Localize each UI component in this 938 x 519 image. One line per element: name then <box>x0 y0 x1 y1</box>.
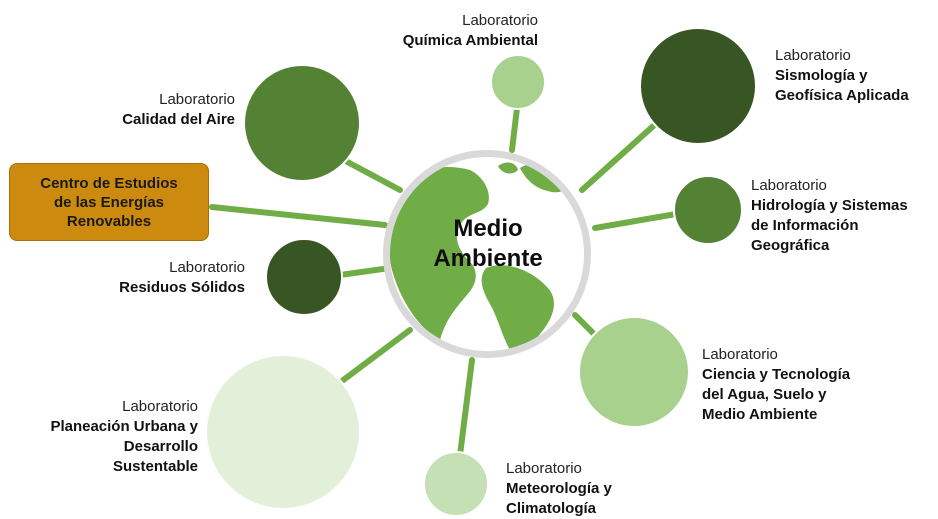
label-calidad-prefix: Laboratorio <box>159 91 235 108</box>
label-planeacion: Laboratorio Planeación Urbana y Desarrol… <box>10 397 198 477</box>
node-sismologia <box>639 27 757 145</box>
label-quimica-name: Química Ambiental <box>402 32 538 49</box>
label-meteorologia-prefix: Laboratorio <box>506 460 582 477</box>
connector-residuos <box>337 265 393 278</box>
node-calidad <box>243 64 361 182</box>
label-residuos: Laboratorio Residuos Sólidos <box>60 258 245 298</box>
label-ciencia-prefix: Laboratorio <box>702 346 778 363</box>
connector-hub <box>209 204 388 228</box>
label-ciencia: Laboratorio Ciencia y Tecnología del Agu… <box>702 345 902 425</box>
label-sismologia-name: Sismología y Geofísica Aplicada <box>775 67 909 104</box>
connectors <box>209 105 685 458</box>
label-sismologia-prefix: Laboratorio <box>775 47 851 64</box>
node-residuos <box>265 238 343 316</box>
connector-hidrologia <box>592 210 685 231</box>
connector-meteorologia <box>457 357 475 458</box>
node-planeacion <box>205 354 361 510</box>
connector-sismologia <box>579 117 663 193</box>
node-hidrologia <box>673 175 743 245</box>
label-ciencia-name: Ciencia y Tecnología del Agua, Suelo y M… <box>702 366 851 423</box>
label-meteorologia-name: Meteorología y Climatología <box>506 480 612 517</box>
label-meteorologia: Laboratorio Meteorología y Climatología <box>506 459 666 519</box>
connector-calidad <box>337 155 403 193</box>
label-calidad: Laboratorio Calidad del Aire <box>60 90 235 130</box>
globe-icon <box>383 150 591 358</box>
node-meteorologia <box>423 451 489 517</box>
center-title: Medio Ambiente <box>433 215 543 272</box>
label-planeacion-prefix: Laboratorio <box>122 398 198 415</box>
label-quimica: Laboratorio Química Ambiental <box>330 11 538 51</box>
node-quimica <box>490 54 546 110</box>
label-hidrologia-prefix: Laboratorio <box>751 177 827 194</box>
connector-quimica <box>509 105 520 153</box>
label-hidrologia-name: Hidrología y Sistemas de Información Geo… <box>751 197 908 254</box>
label-hidrologia: Laboratorio Hidrología y Sistemas de Inf… <box>751 176 936 256</box>
label-residuos-prefix: Laboratorio <box>169 259 245 276</box>
label-calidad-name: Calidad del Aire <box>122 111 235 128</box>
node-ciencia <box>578 316 690 428</box>
label-planeacion-name: Planeación Urbana y Desarrollo Sustentab… <box>50 418 198 475</box>
label-residuos-name: Residuos Sólidos <box>119 279 245 296</box>
hub-renewable-energy: Centro de Estudios de las Energías Renov… <box>9 163 209 241</box>
connector-planeacion <box>327 327 413 393</box>
label-sismologia: Laboratorio Sismología y Geofísica Aplic… <box>775 46 935 106</box>
label-quimica-prefix: Laboratorio <box>462 12 538 29</box>
